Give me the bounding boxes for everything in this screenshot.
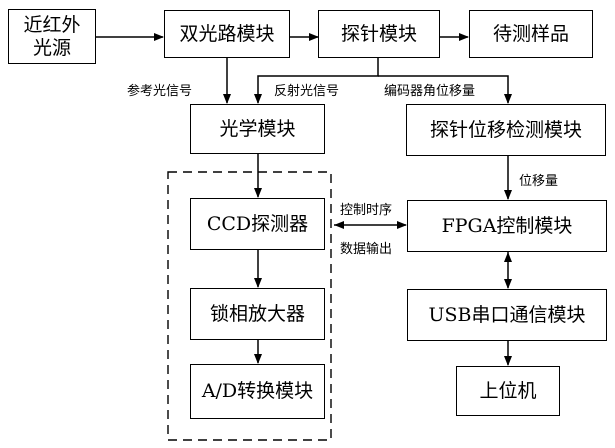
data-output-label: 数据输出	[340, 242, 393, 257]
displacement-label: 位移量	[519, 174, 559, 189]
sample-box: 待测样品	[469, 10, 593, 58]
probe-module-label: 探针模块	[340, 22, 417, 45]
host-computer-box: 上位机	[456, 366, 560, 416]
ccd-detector-box: CCD探测器	[190, 198, 325, 250]
reflected-signal-label: 反射光信号	[274, 84, 340, 99]
lockin-amplifier-label: 锁相放大器	[209, 302, 305, 325]
arrow-reflected-to-optics	[254, 58, 379, 104]
lockin-amplifier-box: 锁相放大器	[190, 288, 325, 340]
adc-module-label: A/D转换模块	[201, 380, 314, 403]
encoder-angle-label: 编码器角位移量	[384, 84, 476, 99]
probe-displacement-box: 探针位移检测模块	[406, 104, 606, 156]
fpga-control-label: FPGA控制模块	[441, 214, 573, 237]
probe-displacement-label: 探针位移检测模块	[429, 118, 582, 141]
timing-control-label: 控制时序	[340, 203, 393, 218]
signal-chain-group-frame	[167, 171, 332, 441]
probe-module-box: 探针模块	[318, 10, 440, 58]
arrow-encoder-to-displacement	[378, 75, 512, 104]
usb-serial-box: USB串口通信模块	[407, 289, 607, 341]
fpga-control-box: FPGA控制模块	[407, 200, 607, 252]
dual-path-module-label: 双光路模块	[179, 22, 275, 45]
reference-signal-label: 参考光信号	[127, 84, 193, 99]
usb-serial-label: USB串口通信模块	[428, 303, 586, 326]
adc-module-box: A/D转换模块	[190, 364, 325, 419]
host-computer-label: 上位机	[479, 379, 537, 402]
nir-source-line2: 光源	[32, 36, 71, 59]
optics-module-box: 光学模块	[190, 104, 325, 154]
dual-path-module-box: 双光路模块	[164, 10, 290, 58]
optics-module-label: 光学模块	[219, 117, 296, 140]
sample-label: 待测样品	[492, 22, 569, 45]
nir-source-line1: 近红外	[23, 13, 81, 36]
nir-light-source-box: 近红外 光源	[8, 9, 96, 64]
ccd-detector-label: CCD探测器	[206, 212, 309, 235]
